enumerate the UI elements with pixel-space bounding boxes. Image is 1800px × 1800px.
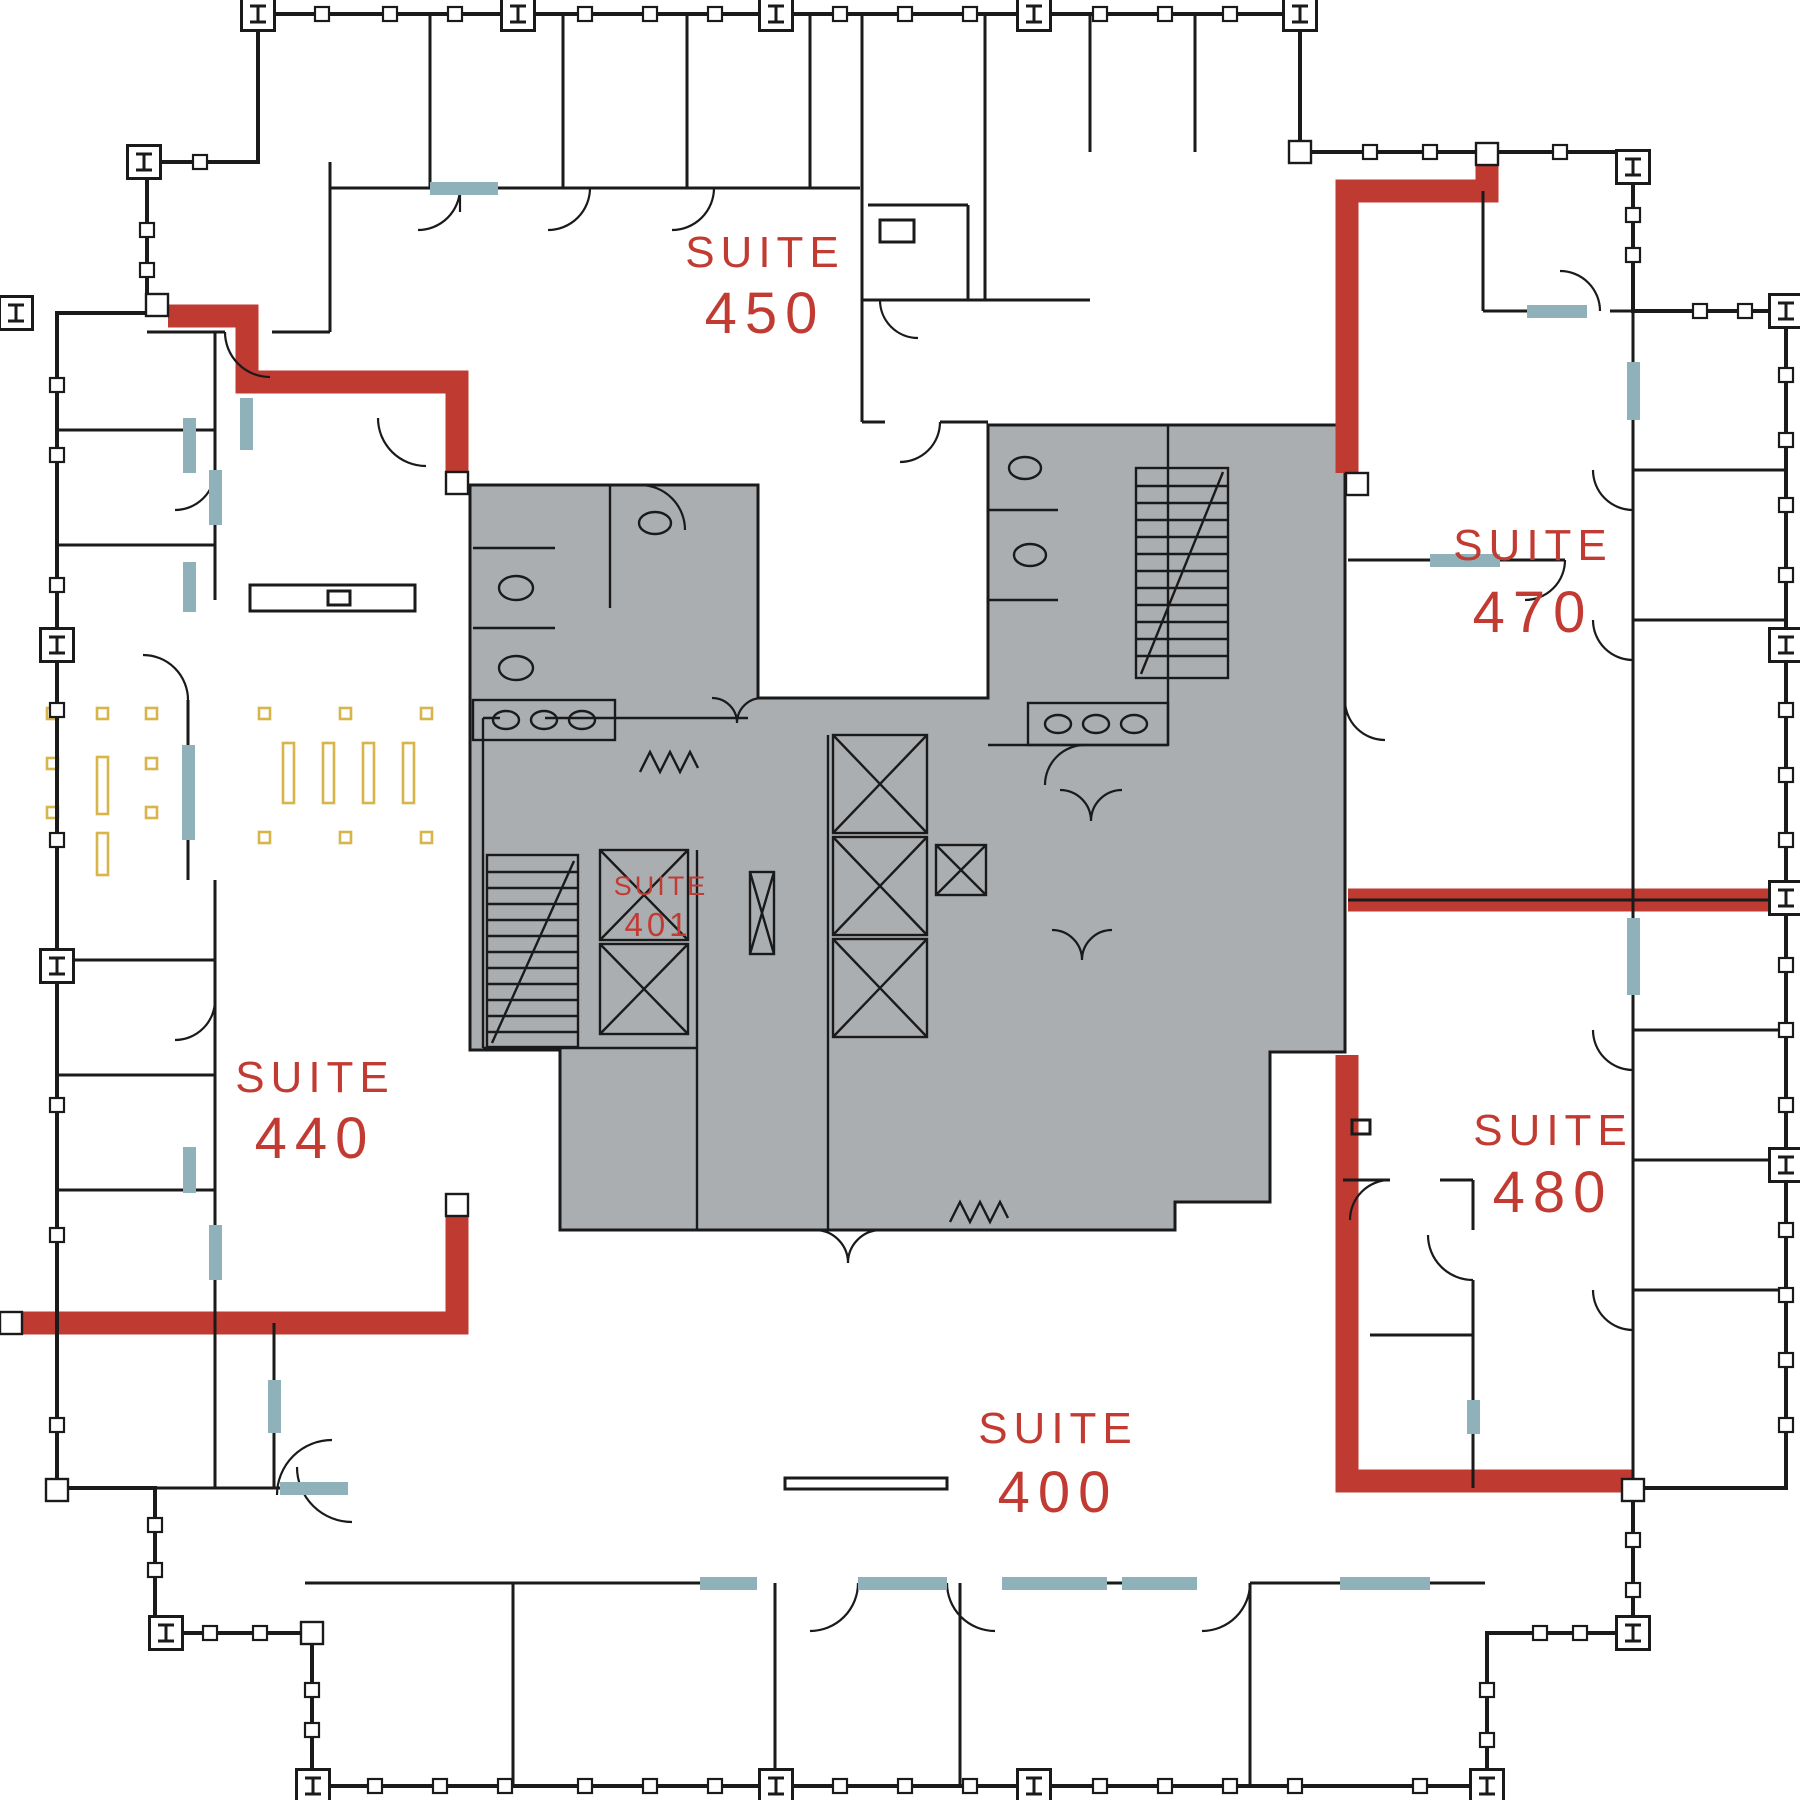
demising-line-suite440-south bbox=[20, 1205, 469, 1335]
suite-401-label: SUITE 401 bbox=[614, 871, 709, 943]
suite-401-number: 401 bbox=[624, 906, 691, 943]
core-details bbox=[471, 425, 1230, 1230]
suite-480-word: SUITE bbox=[1473, 1106, 1633, 1155]
stairwell-west bbox=[485, 853, 580, 1049]
suite-450-number: 450 bbox=[705, 281, 826, 346]
suite-480-label: SUITE 480 bbox=[1473, 1106, 1633, 1225]
building-core bbox=[468, 423, 1347, 1232]
fountain-icon bbox=[638, 749, 700, 775]
suite-401-word: SUITE bbox=[614, 871, 709, 901]
elevator-shafts bbox=[598, 733, 988, 1039]
suite-470-number: 470 bbox=[1473, 580, 1594, 645]
demising-line-suite480-west bbox=[1335, 1055, 1633, 1493]
furniture-markings bbox=[45, 706, 434, 877]
demising-line-suite440-north bbox=[168, 304, 469, 474]
suite-440-number: 440 bbox=[255, 1106, 376, 1171]
suite-470-label: SUITE 470 bbox=[1453, 521, 1613, 645]
fountain-icon bbox=[948, 1199, 1010, 1225]
window-mullion-ticks bbox=[48, 5, 1795, 1795]
suite-400-word: SUITE bbox=[978, 1404, 1138, 1453]
suite-labels: SUITE 450 SUITE 470 SUITE 440 SUITE 480 … bbox=[235, 228, 1633, 1525]
suite-440-label: SUITE 440 bbox=[235, 1053, 395, 1171]
demising-line-suite450-470 bbox=[1335, 166, 1499, 473]
door-swings bbox=[142, 187, 1634, 1633]
suite-450-label: SUITE 450 bbox=[685, 228, 845, 346]
suite-400-number: 400 bbox=[998, 1460, 1119, 1525]
suite-480-number: 480 bbox=[1493, 1160, 1614, 1225]
window-segments bbox=[182, 182, 1640, 1590]
suite-440-word: SUITE bbox=[235, 1053, 395, 1102]
suite-450-word: SUITE bbox=[685, 228, 845, 277]
stairwell-east bbox=[1134, 466, 1230, 680]
suite-470-word: SUITE bbox=[1453, 521, 1613, 570]
suite-400-label: SUITE 400 bbox=[978, 1404, 1138, 1525]
